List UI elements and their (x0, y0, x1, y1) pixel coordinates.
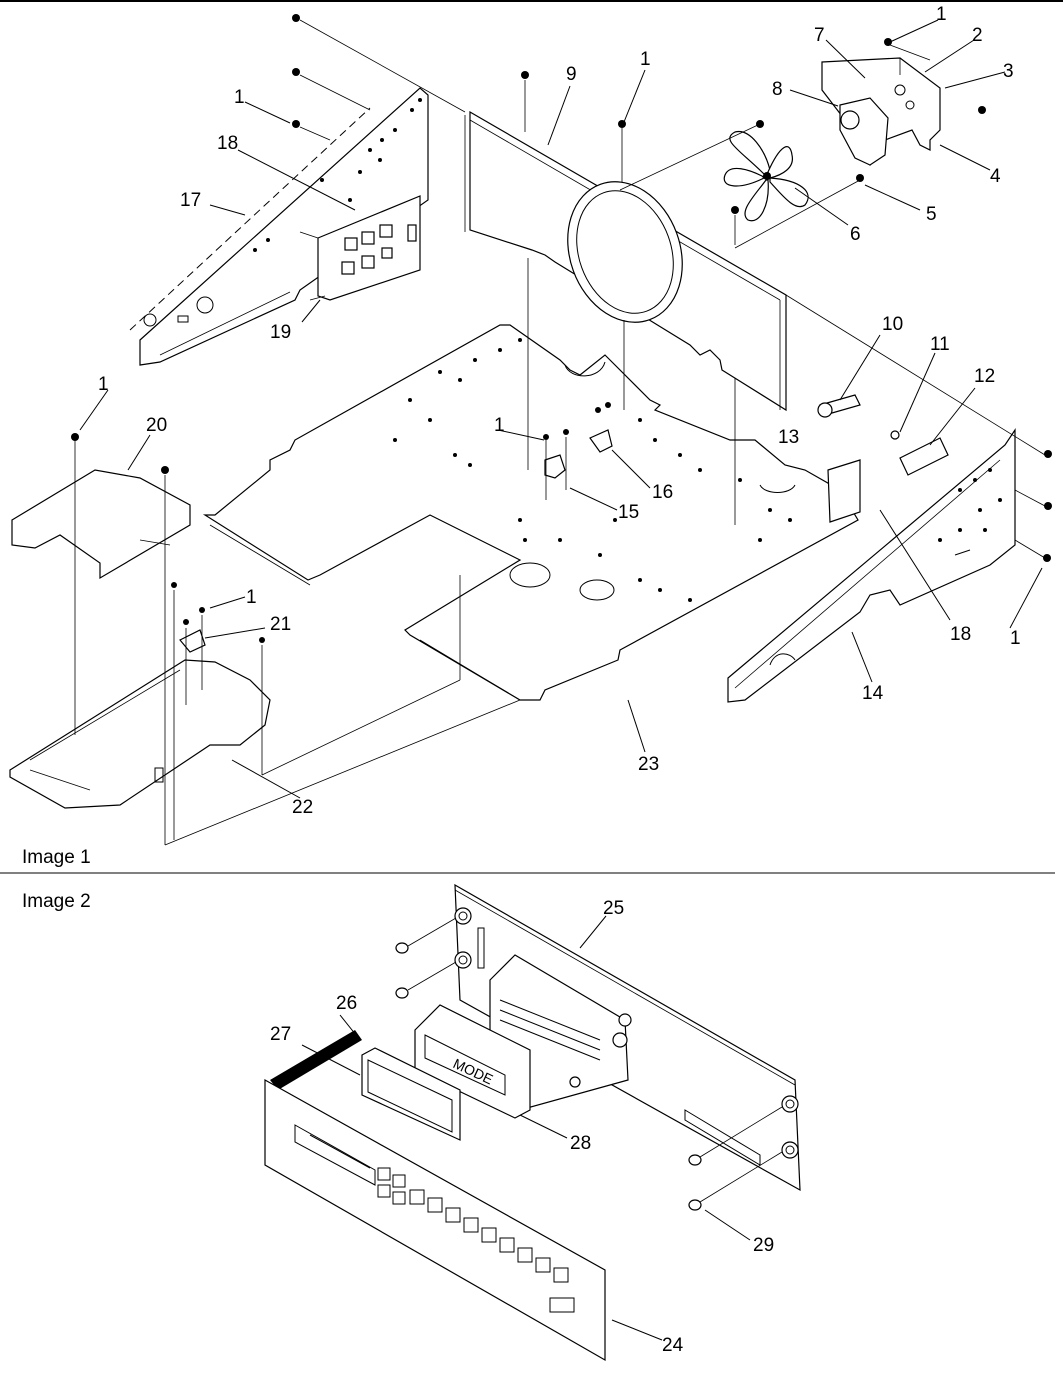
callout-8: 8 (772, 79, 783, 100)
callout-20: 20 (146, 415, 167, 436)
image2-drawing: MODE (264, 883, 801, 1362)
small-components (179, 394, 949, 653)
callout-2: 2 (972, 25, 983, 46)
callout-1: 1 (246, 587, 257, 608)
callout-23: 23 (638, 754, 659, 775)
callout-5: 5 (926, 204, 937, 225)
callout-1: 1 (936, 4, 947, 25)
callout-10: 10 (882, 314, 903, 335)
image2-title: Image 2 (22, 891, 91, 912)
rear-bulkhead (464, 110, 787, 412)
callout-15: 15 (618, 502, 639, 523)
callout-1: 1 (494, 415, 505, 436)
callout-18: 18 (950, 624, 971, 645)
callout-27: 27 (270, 1024, 291, 1045)
mounting-screws (395, 917, 783, 1211)
callout-19: 19 (270, 322, 291, 343)
callout-arrows (79, 19, 1043, 799)
callout-24: 24 (662, 1335, 684, 1356)
overlay-gasket (270, 1030, 461, 1141)
callout-18: 18 (217, 133, 238, 154)
image-titles: Image 1 Image 2 (22, 847, 91, 912)
callout-29: 29 (753, 1235, 774, 1256)
callout-17: 17 (180, 190, 201, 211)
callout-28: 28 (570, 1133, 591, 1154)
relay-board (299, 195, 421, 301)
rear-mounting-panel (454, 883, 801, 1192)
callout-12: 12 (974, 366, 995, 387)
callout-4: 4 (990, 166, 1001, 187)
image1-title: Image 1 (22, 847, 91, 868)
callout-22: 22 (292, 797, 313, 818)
callout-25: 25 (603, 898, 624, 919)
callout-11: 11 (930, 334, 950, 355)
callout-21: 21 (270, 614, 291, 635)
callout-arrows-2 (301, 915, 751, 1341)
left-side-panel (129, 87, 429, 366)
fan-blade (723, 131, 809, 222)
screws (71, 14, 1052, 643)
fan-motor-bracket (821, 57, 941, 166)
callout-7: 7 (814, 25, 825, 46)
callout-1: 1 (1010, 628, 1021, 649)
callout-3: 3 (1003, 61, 1014, 82)
callout-9: 9 (566, 64, 577, 85)
callout-14: 14 (862, 683, 884, 704)
image1-drawing (9, 14, 1052, 846)
callout-labels: 1 1 1 1 1 1 1 2 3 4 5 6 7 8 9 10 11 12 1… (98, 4, 1021, 1356)
callout-1: 1 (640, 49, 651, 70)
front-tray (9, 659, 271, 809)
callout-6: 6 (850, 224, 861, 245)
callout-26: 26 (336, 993, 357, 1014)
main-floor-plate (202, 324, 859, 701)
callout-13: 13 (778, 427, 799, 448)
callout-1: 1 (234, 87, 245, 108)
assembly-lines (74, 19, 1046, 846)
right-side-panel (727, 428, 1016, 703)
callout-1: 1 (98, 374, 109, 395)
front-control-panel (264, 1078, 606, 1362)
callout-16: 16 (652, 482, 673, 503)
front-cover-plate (11, 469, 191, 580)
